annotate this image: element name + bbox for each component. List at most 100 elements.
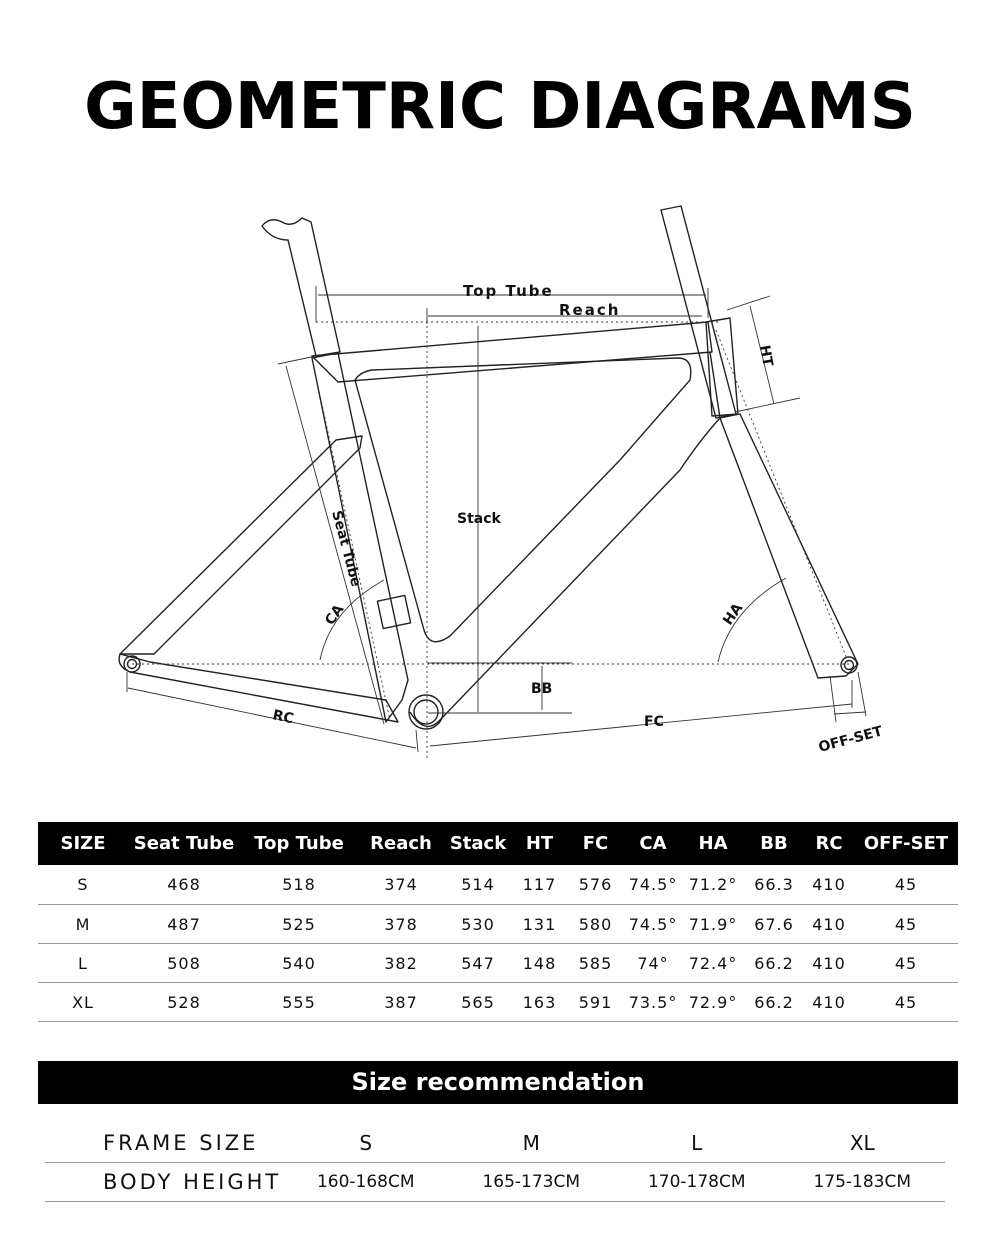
value-cell: 148 <box>512 943 567 983</box>
col-header: SIZE <box>38 822 128 865</box>
value-cell: 508 <box>128 943 240 983</box>
col-header: FC <box>567 822 624 865</box>
value-cell: 45 <box>854 904 958 944</box>
label-rc: RC <box>271 707 295 727</box>
main-triangle <box>354 357 692 643</box>
col-header: RC <box>804 822 854 865</box>
value-cell: 74.5° <box>624 904 682 944</box>
frame-size-cell: XL <box>779 1124 945 1163</box>
value-cell: 585 <box>567 943 624 983</box>
dimension-lines <box>126 286 867 760</box>
value-cell: 72.4° <box>682 943 744 983</box>
label-ha: HA <box>720 601 746 629</box>
value-cell: 163 <box>512 982 567 1022</box>
value-cell: 45 <box>854 865 958 905</box>
label-fc: FC <box>644 714 664 730</box>
value-cell: 72.9° <box>682 982 744 1022</box>
col-header: Reach <box>358 822 444 865</box>
col-header: HT <box>512 822 567 865</box>
size-cell: M <box>38 904 128 944</box>
rear-dropout <box>123 655 141 673</box>
value-cell: 45 <box>854 982 958 1022</box>
value-cell: 66.2 <box>744 943 804 983</box>
value-cell: 468 <box>128 865 240 905</box>
col-header: CA <box>624 822 682 865</box>
down-tube-shape <box>409 351 721 728</box>
value-cell: 410 <box>804 943 854 983</box>
value-cell: 565 <box>444 982 512 1022</box>
body-height-row: BODY HEIGHT 160-168CM 165-173CM 170-178C… <box>45 1162 945 1202</box>
body-height-cell: 175-183CM <box>779 1162 945 1202</box>
frame-size-label: FRAME SIZE <box>45 1124 283 1163</box>
value-cell: 117 <box>512 865 567 905</box>
value-cell: 487 <box>128 904 240 944</box>
body-height-cell: 165-173CM <box>448 1162 614 1202</box>
body-height-cell: 160-168CM <box>283 1162 449 1202</box>
value-cell: 374 <box>358 865 444 905</box>
table-row: L 508 540 382 547 148 585 74° 72.4° 66.2… <box>38 943 958 983</box>
value-cell: 410 <box>804 982 854 1022</box>
frame-size-cell: L <box>614 1124 780 1163</box>
label-bb: BB <box>531 681 552 697</box>
value-cell: 71.2° <box>682 865 744 905</box>
fork-blade <box>719 413 859 679</box>
table-row: XL 528 555 387 565 163 591 73.5° 72.9° 6… <box>38 982 958 1022</box>
top-tube-shape <box>311 321 713 383</box>
frame-size-row: FRAME SIZE S M L XL <box>45 1124 945 1163</box>
seat-stay <box>119 435 363 655</box>
col-header: Stack <box>444 822 512 865</box>
value-cell: 547 <box>444 943 512 983</box>
value-cell: 378 <box>358 904 444 944</box>
size-cell: S <box>38 865 128 905</box>
value-cell: 66.3 <box>744 865 804 905</box>
value-cell: 382 <box>358 943 444 983</box>
size-cell: XL <box>38 982 128 1022</box>
value-cell: 525 <box>240 904 358 944</box>
table-row: S 468 518 374 514 117 576 74.5° 71.2° 66… <box>38 865 958 905</box>
value-cell: 73.5° <box>624 982 682 1022</box>
fork-steerer <box>660 205 737 419</box>
value-cell: 528 <box>128 982 240 1022</box>
col-header: BB <box>744 822 804 865</box>
seatpost <box>261 217 341 357</box>
body-height-cell: 170-178CM <box>614 1162 780 1202</box>
geometry-table: SIZE Seat Tube Top Tube Reach Stack HT F… <box>38 822 958 1022</box>
frame-geometry-diagram: Top Tube Reach HT Stack Seat Tube CA HA … <box>118 205 885 760</box>
table-row: M 487 525 378 530 131 580 74.5° 71.9° 67… <box>38 904 958 944</box>
value-cell: 555 <box>240 982 358 1022</box>
value-cell: 540 <box>240 943 358 983</box>
chain-stay <box>118 653 399 723</box>
col-header: HA <box>682 822 744 865</box>
value-cell: 576 <box>567 865 624 905</box>
value-cell: 530 <box>444 904 512 944</box>
bottom-bracket <box>408 694 444 730</box>
size-recommendation-table: FRAME SIZE S M L XL BODY HEIGHT 160-168C… <box>45 1124 945 1202</box>
value-cell: 387 <box>358 982 444 1022</box>
value-cell: 410 <box>804 865 854 905</box>
value-cell: 410 <box>804 904 854 944</box>
col-header: OFF-SET <box>854 822 958 865</box>
frame-outline <box>118 205 859 730</box>
geometry-header-row: SIZE Seat Tube Top Tube Reach Stack HT F… <box>38 822 958 865</box>
value-cell: 71.9° <box>682 904 744 944</box>
value-cell: 74.5° <box>624 865 682 905</box>
label-seat-tube: Seat Tube <box>328 509 364 589</box>
page-title: GEOMETRIC DIAGRAMS <box>84 70 916 144</box>
value-cell: 131 <box>512 904 567 944</box>
value-cell: 66.2 <box>744 982 804 1022</box>
value-cell: 514 <box>444 865 512 905</box>
front-dropout <box>840 656 858 674</box>
body-height-label: BODY HEIGHT <box>45 1162 283 1202</box>
bottle-mount <box>376 594 412 630</box>
label-reach: Reach <box>559 301 620 319</box>
label-stack: Stack <box>457 511 502 527</box>
frame-size-cell: M <box>448 1124 614 1163</box>
value-cell: 518 <box>240 865 358 905</box>
value-cell: 45 <box>854 943 958 983</box>
size-cell: L <box>38 943 128 983</box>
value-cell: 67.6 <box>744 904 804 944</box>
frame-size-cell: S <box>283 1124 449 1163</box>
value-cell: 591 <box>567 982 624 1022</box>
label-ca: CA <box>322 602 347 629</box>
seat-tube-shape <box>311 352 409 723</box>
